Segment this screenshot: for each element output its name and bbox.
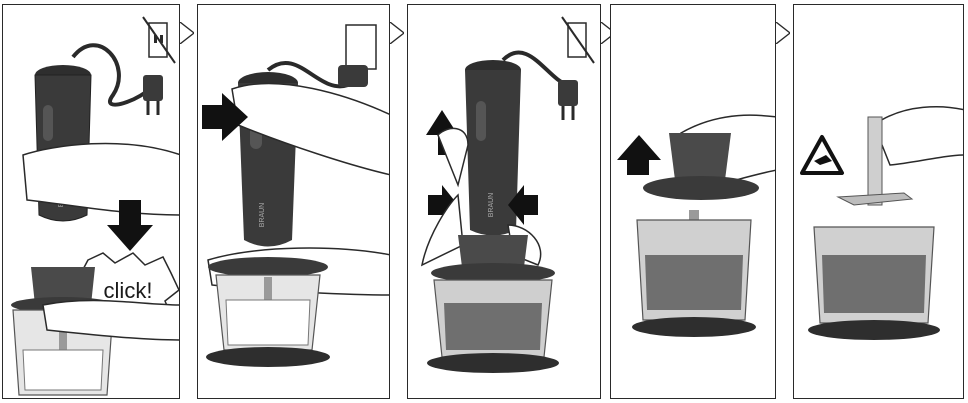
release-arrow-right-icon [508, 185, 538, 225]
plug-icon [143, 75, 163, 115]
step-5-illustration [800, 106, 963, 340]
brand-mark: BRAUN [488, 193, 495, 218]
no-power-icon [142, 16, 176, 64]
step-1-panel: BRAUN click! [2, 4, 180, 399]
plug-icon [558, 80, 578, 120]
down-arrow-icon [107, 200, 153, 251]
step-2-illustration: BRAUN [202, 24, 389, 367]
brand-mark: BRAUN [259, 203, 266, 228]
step-1-illustration: BRAUN click! [11, 16, 179, 396]
motor-unit: BRAUN [465, 60, 521, 236]
wall-socket-icon [345, 24, 377, 70]
release-arrow-left-icon [428, 185, 458, 225]
step-separator-1 [179, 21, 196, 45]
blade-insert [836, 116, 914, 206]
step-4-panel [610, 4, 776, 399]
chopper-bowl [808, 226, 940, 340]
step-separator-2 [389, 21, 406, 45]
plug-icon [338, 65, 368, 87]
chopper-assembly [427, 235, 559, 373]
no-power-icon [561, 16, 595, 64]
up-arrow-icon [617, 135, 661, 175]
sharp-blade-warning-icon [800, 135, 844, 175]
step-3-illustration: BRAUN [420, 16, 595, 373]
press-arrow-icon [202, 93, 248, 141]
step-2-panel: BRAUN [197, 4, 390, 399]
chopper-assembly [206, 257, 330, 367]
step-4-illustration [617, 114, 775, 337]
chopper-lid [643, 133, 759, 200]
chopper-bowl [632, 210, 756, 337]
step-separator-4 [775, 21, 792, 45]
click-label: click! [104, 278, 153, 303]
step-5-panel [793, 4, 964, 399]
step-3-panel: BRAUN [407, 4, 601, 399]
